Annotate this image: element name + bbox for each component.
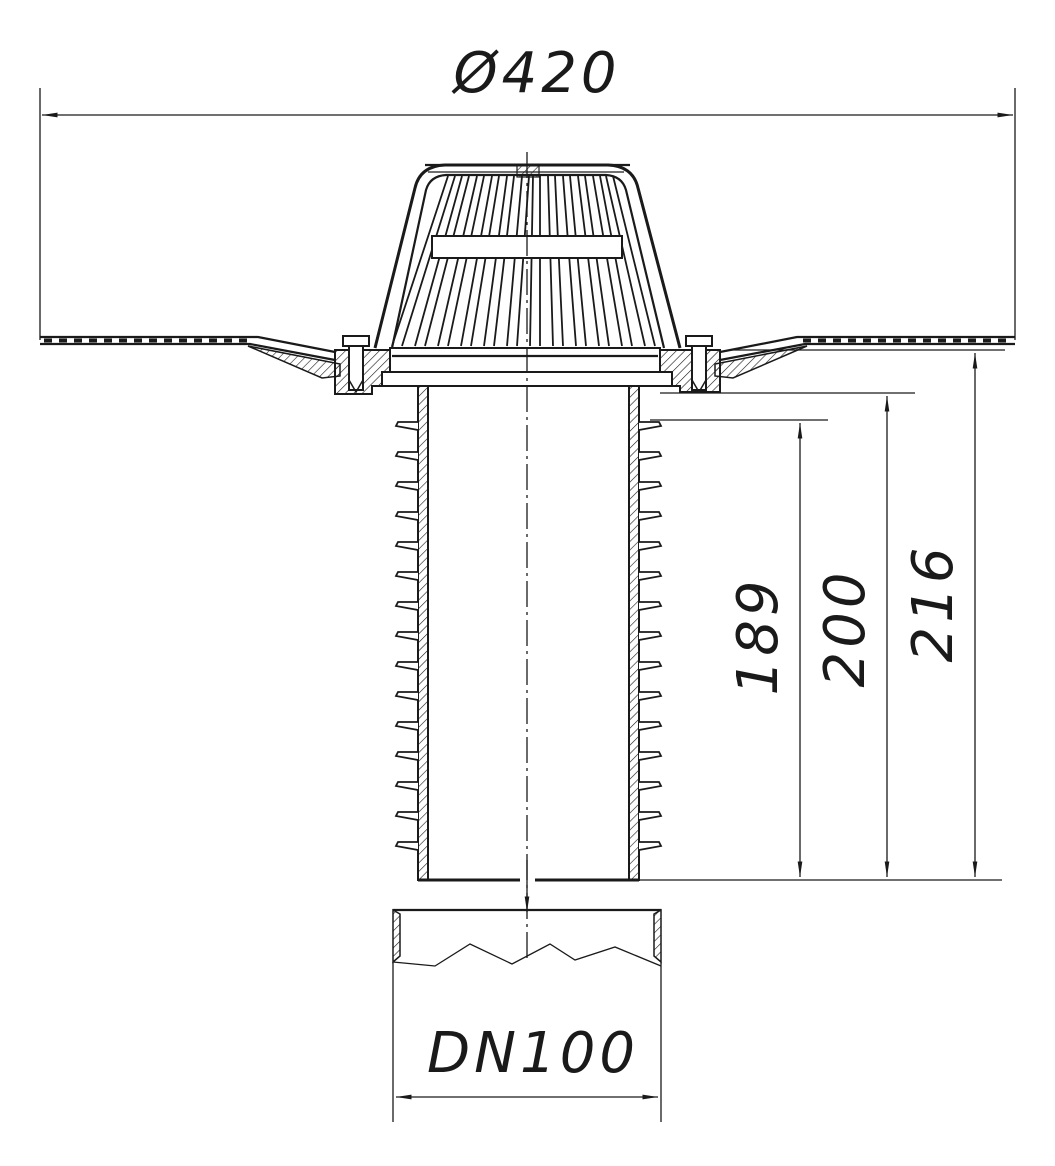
lamella-right bbox=[638, 511, 663, 521]
lamella-right bbox=[638, 691, 663, 701]
lamella-left bbox=[394, 481, 419, 491]
membrane-flange bbox=[40, 335, 1015, 379]
lamella-right bbox=[638, 421, 663, 431]
pipe-section: DN100 bbox=[392, 908, 662, 1122]
pipe-wall-right bbox=[628, 385, 640, 881]
pipe-wall-left bbox=[417, 385, 429, 881]
dome-rib bbox=[460, 175, 500, 347]
dome-rib bbox=[529, 175, 541, 347]
dome-center-cap bbox=[516, 164, 540, 178]
lamella-left bbox=[394, 571, 419, 581]
dome-rib bbox=[577, 175, 610, 347]
dome-rib bbox=[592, 175, 633, 347]
lamella-right bbox=[638, 811, 663, 821]
outlet-pipe bbox=[394, 385, 663, 882]
flange-diameter-dimension: Ø420 bbox=[39, 41, 1016, 340]
lamella-left bbox=[394, 721, 419, 731]
lamella-right bbox=[638, 841, 663, 851]
lamella-right bbox=[638, 541, 663, 551]
lamella-left bbox=[394, 661, 419, 671]
lamella-left bbox=[394, 451, 419, 461]
dome-ribs bbox=[391, 175, 656, 347]
lamella-left bbox=[394, 751, 419, 761]
lamella-left bbox=[394, 691, 419, 701]
height-200-label: 200 bbox=[813, 569, 878, 688]
pipe-diameter-label: DN100 bbox=[427, 1021, 639, 1086]
lamella-right bbox=[638, 601, 663, 611]
screw-right-icon bbox=[685, 335, 713, 394]
lamella-right bbox=[638, 571, 663, 581]
dome-rib bbox=[605, 175, 656, 347]
membrane-top-right bbox=[719, 335, 1015, 354]
lamella-left bbox=[394, 811, 419, 821]
lamella-left bbox=[394, 511, 419, 521]
lamella-left bbox=[394, 541, 419, 551]
lamella-right bbox=[638, 661, 663, 671]
lamella-right bbox=[638, 631, 663, 641]
membrane-bottom-left bbox=[40, 342, 336, 362]
lamella-left bbox=[394, 421, 419, 431]
screw-left-icon bbox=[342, 335, 370, 394]
lamella-right bbox=[638, 451, 663, 461]
height-189-label: 189 bbox=[726, 577, 791, 696]
lamella-left bbox=[394, 781, 419, 791]
height-dimensions: 189 200 216 bbox=[640, 349, 1005, 881]
lamella-right bbox=[638, 751, 663, 761]
lamella-right bbox=[638, 481, 663, 491]
lamella-right bbox=[638, 721, 663, 731]
height-216-label: 216 bbox=[901, 544, 966, 663]
lamella-left bbox=[394, 841, 419, 851]
membrane-top-left bbox=[40, 335, 336, 354]
dome-rib bbox=[414, 175, 470, 347]
dome-rib bbox=[437, 175, 485, 347]
lamella-right bbox=[638, 781, 663, 791]
dome-rib bbox=[562, 175, 587, 347]
membrane-bottom-right bbox=[719, 342, 1015, 362]
dome-rib bbox=[391, 175, 456, 347]
ring-inner-top bbox=[389, 347, 661, 373]
lamella-left bbox=[394, 631, 419, 641]
dome-rib bbox=[547, 175, 564, 347]
dome-rib bbox=[483, 175, 515, 347]
flange-diameter-label: Ø420 bbox=[452, 41, 621, 106]
sealing-lamellae bbox=[394, 421, 663, 851]
lamella-left bbox=[394, 601, 419, 611]
